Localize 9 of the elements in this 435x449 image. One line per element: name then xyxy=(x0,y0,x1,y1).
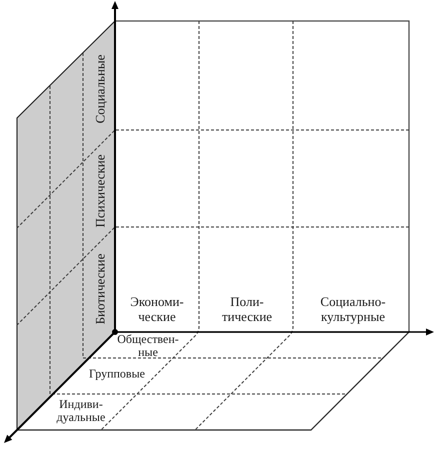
floor-row-label: Обществен- ные xyxy=(117,332,179,358)
side-wall-row-label: Психические xyxy=(92,154,108,228)
back-wall-column-label: Поли- тические xyxy=(222,294,272,324)
back-wall-column-label: Экономи- ческие xyxy=(130,294,184,324)
side-wall-row-label: Биотические xyxy=(92,254,108,324)
floor-row-label: Групповые xyxy=(89,368,145,380)
side-wall-row-label: Социальные xyxy=(92,54,108,124)
back-wall-column-label: Социально- культурные xyxy=(320,294,386,324)
floor-row-label: Индиви- дуальные xyxy=(56,398,106,424)
